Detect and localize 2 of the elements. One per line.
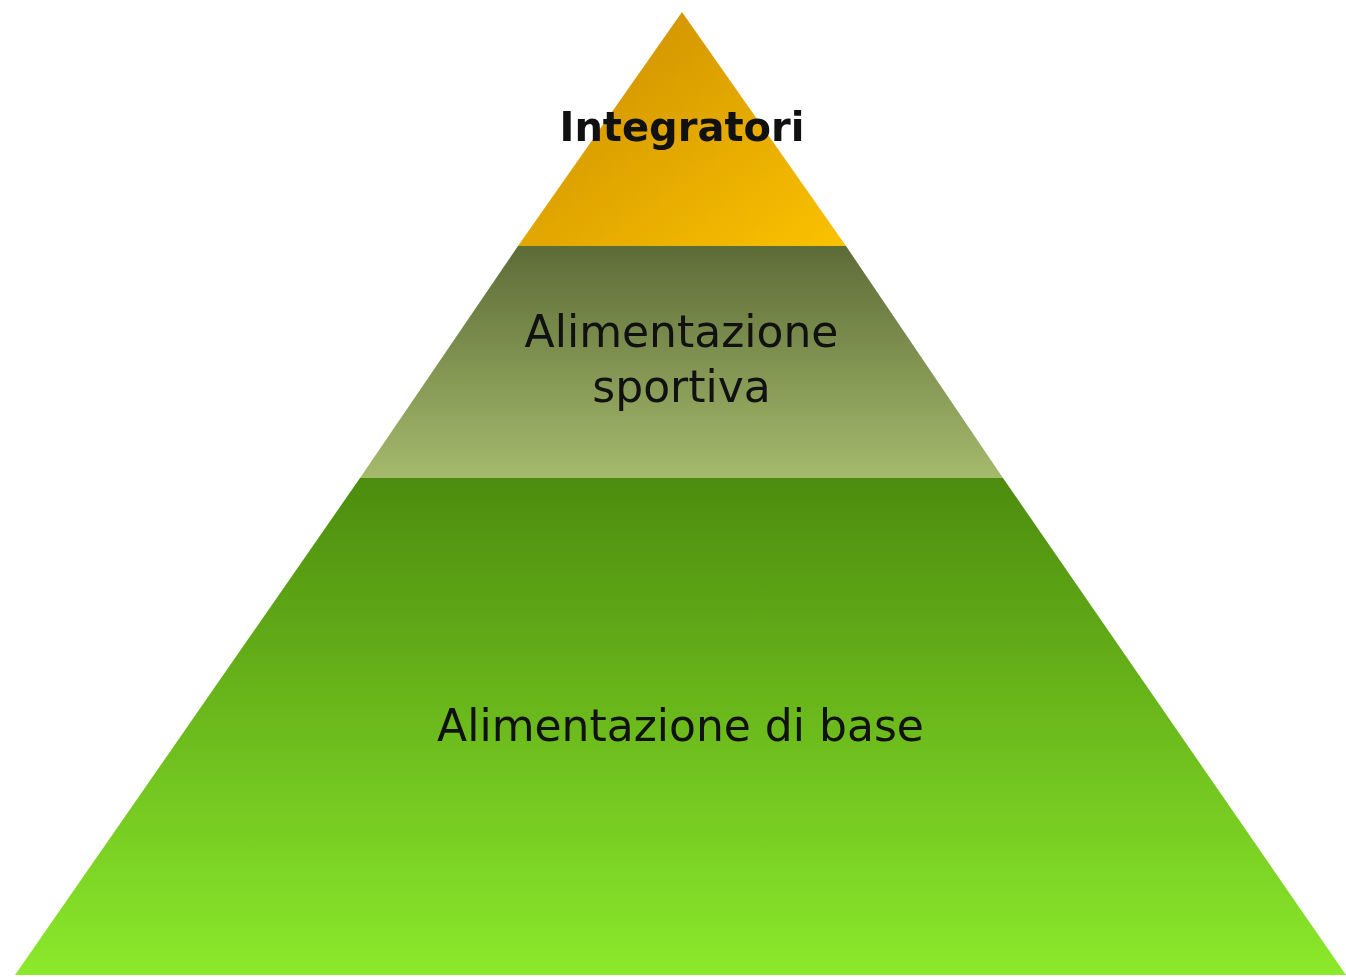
tier-label: Alimentazione di base xyxy=(437,699,924,753)
tier-label: Alimentazione sportiva xyxy=(523,305,840,414)
